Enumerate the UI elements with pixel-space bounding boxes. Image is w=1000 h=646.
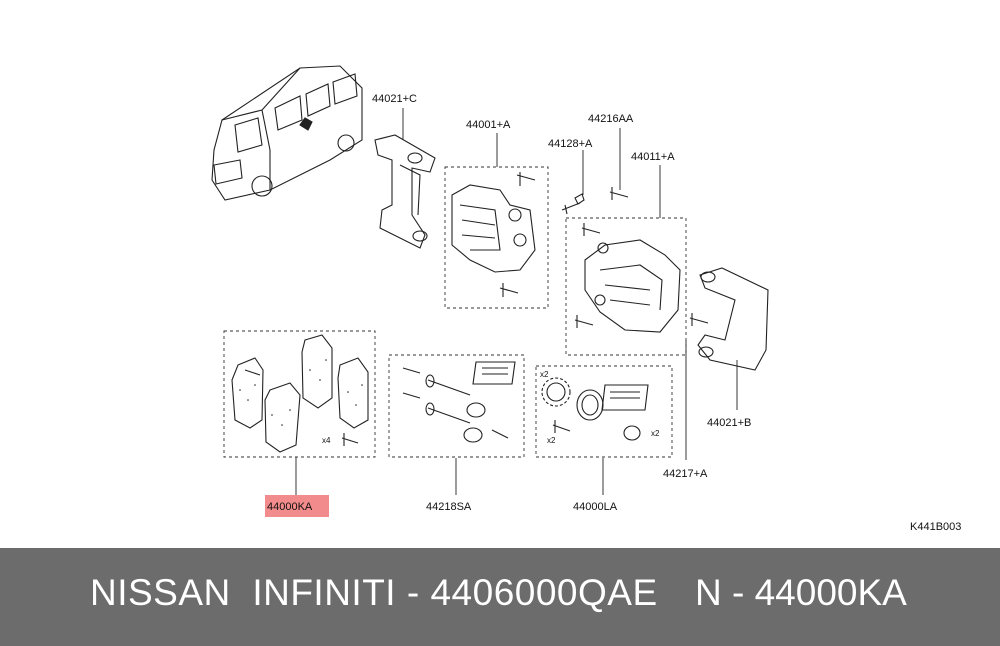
seal-kit-group-box [535, 365, 673, 458]
caliper-a-group-box [444, 166, 549, 309]
label-bleeder: 44217+A [663, 468, 708, 480]
footer-part-number: N - 44000KA [695, 572, 907, 613]
caliper-b-body [574, 223, 681, 333]
seals [541, 377, 649, 441]
label-caliper-a: 44001+A [466, 119, 511, 131]
qty-x2-c: x2 [651, 429, 660, 438]
caliper-bracket-upper [374, 134, 436, 249]
qty-x2-b: x2 [547, 436, 556, 445]
label-pad-kit: 44000KA [267, 501, 313, 513]
label-seal-kit: 44000LA [573, 501, 618, 513]
label-drawing-code: K441B003 [910, 521, 961, 533]
pin-kit-group-box [388, 354, 525, 458]
label-pin-kit: 44218SA [426, 501, 472, 513]
qty-x2-a: x2 [540, 370, 549, 379]
label-bracket-c: 44021+C [372, 93, 417, 105]
part-highlight [265, 495, 329, 517]
parts-diagram: 44021+C 44001+A 44216AA 44128+A 44011+A … [211, 65, 961, 533]
caliper-bracket-lower [689, 267, 769, 371]
caliper-a-body [451, 172, 536, 297]
qty-x4: x4 [322, 436, 331, 445]
van-illustration [211, 65, 363, 201]
label-caliper-b: 44011+A [631, 151, 675, 163]
bolt-parts [561, 187, 629, 215]
footer-banner: NISSAN INFINITI - 4406000QAE N - 44000KA [0, 548, 1000, 646]
guide-pins [402, 361, 516, 443]
brake-pads [231, 334, 369, 453]
caliper-b-group-box [565, 217, 687, 356]
footer-brand-part: NISSAN INFINITI - 4406000QAE [90, 572, 658, 613]
label-bolt-a: 44128+A [548, 138, 593, 150]
leader-lines [295, 108, 738, 495]
label-bolt-aa: 44216AA [588, 113, 634, 125]
label-bracket-b: 44021+B [707, 417, 751, 429]
